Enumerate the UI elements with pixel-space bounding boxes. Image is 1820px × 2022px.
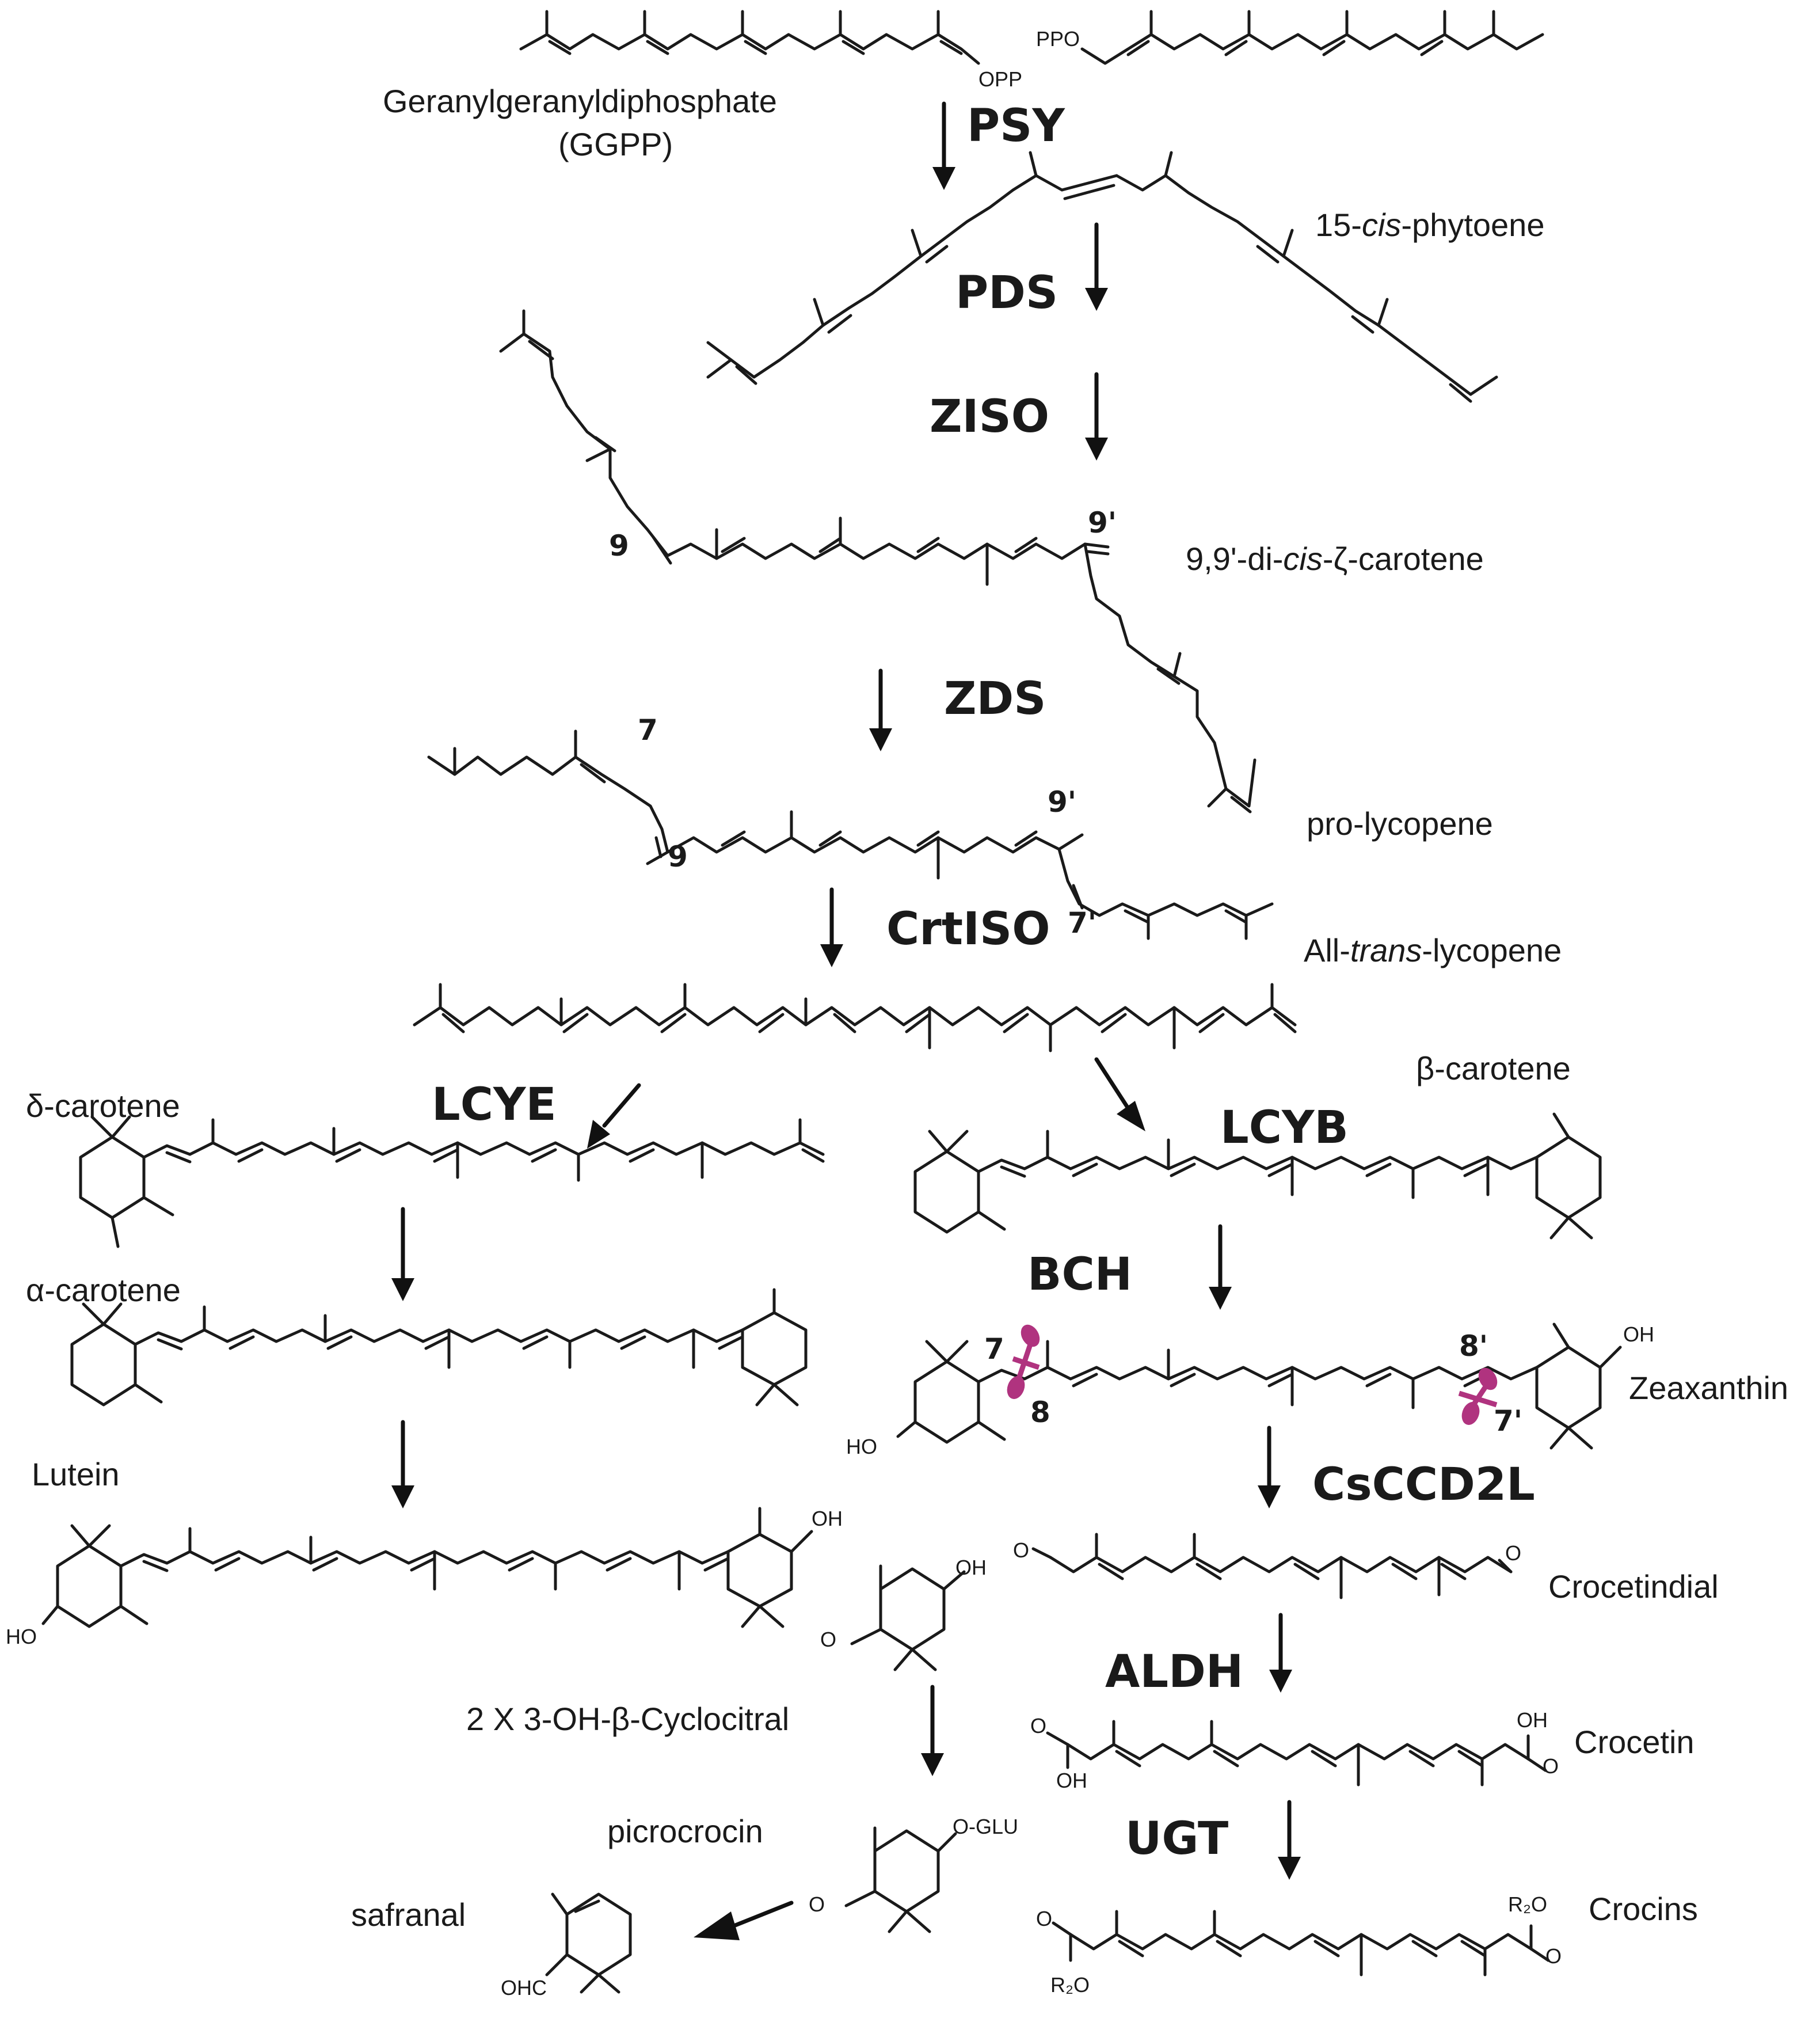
lycopene-name: All-trans-lycopene xyxy=(1304,932,1562,968)
zeaxanthin-ho-label: HO xyxy=(846,1435,877,1458)
delta-carotene-structure xyxy=(79,1115,825,1248)
enzyme-aldh: ALDH xyxy=(1105,1646,1243,1698)
bch-arrow xyxy=(1209,1224,1232,1310)
crocetindial-o-right: O xyxy=(1505,1541,1521,1565)
lcye-arrow xyxy=(587,1083,641,1149)
csccd2l-arrow xyxy=(1258,1426,1281,1508)
cleavage-scissors-right-icon xyxy=(1458,1367,1498,1425)
crocetin-o-right: O xyxy=(1543,1754,1559,1778)
crocetin-name: Crocetin xyxy=(1574,1724,1695,1760)
zeaxanthin-structure xyxy=(896,1322,1622,1450)
enzyme-lcyb: LCYB xyxy=(1220,1102,1349,1154)
prolycopene-structure xyxy=(427,729,1274,940)
safranal-name: safranal xyxy=(351,1896,466,1933)
enzyme-crtiso: CrtISO xyxy=(886,903,1050,955)
zeta-carotene-structure xyxy=(499,309,1257,814)
crocetindial-o-left: O xyxy=(1013,1538,1029,1562)
cyclocitral-name: 2 X 3-OH-β-Cyclocitral xyxy=(466,1701,789,1737)
crocetin-structure xyxy=(1046,1720,1547,1787)
crocins-r2o-right: R₂O xyxy=(1508,1892,1547,1916)
lutein-oh-label: OH xyxy=(812,1507,843,1530)
cleavage-scissors-left-icon xyxy=(1007,1324,1040,1399)
beta-carotene-structure xyxy=(913,1112,1602,1240)
aldh-arrow xyxy=(1269,1613,1292,1693)
lcyb-arrow xyxy=(1094,1057,1145,1131)
zeaxanthin-name: Zeaxanthin xyxy=(1629,1370,1788,1406)
safranal-structure xyxy=(545,1892,632,1994)
zeaxanthin-oh-label: OH xyxy=(1623,1322,1654,1346)
psy-arrow xyxy=(932,101,955,190)
delta-carotene-name: δ-carotene xyxy=(26,1088,180,1124)
zds-arrow xyxy=(869,668,892,751)
enzyme-ziso: ZISO xyxy=(930,391,1049,443)
ggpp-name-line1: Geranylgeranyldiphosphate xyxy=(383,83,777,119)
lutein-structure xyxy=(41,1507,813,1628)
enzyme-lcye: LCYE xyxy=(432,1079,557,1131)
picrocrocin-oglu-label: O-GLU xyxy=(953,1815,1018,1838)
pos-8prime-c: 8' xyxy=(1459,1329,1488,1363)
cyclocitral-to-picrocrocin-arrow xyxy=(921,1685,944,1776)
enzyme-psy: PSY xyxy=(967,100,1065,152)
crocetindial-name: Crocetindial xyxy=(1548,1568,1719,1605)
crtiso-arrow xyxy=(820,887,843,967)
crocins-r2o-left: R₂O xyxy=(1050,1973,1090,1997)
zeta-carotene-name: 9,9'-di-cis-ζ-carotene xyxy=(1186,541,1484,577)
pos-9prime-a: 9' xyxy=(1088,506,1117,539)
phytoene-structure xyxy=(706,151,1498,403)
pos-7prime-b: 7' xyxy=(1068,906,1096,940)
pos-7-b: 7 xyxy=(638,713,658,747)
pos-7prime-c: 7' xyxy=(1494,1404,1522,1438)
picrocrocin-structure xyxy=(844,1826,957,1933)
pos-9-a: 9 xyxy=(609,529,629,562)
ppo-label: PPO xyxy=(1036,27,1080,51)
pos-9prime-b: 9' xyxy=(1048,785,1076,819)
pos-9-b: 9 xyxy=(668,840,688,873)
lutein-name: Lutein xyxy=(32,1456,120,1492)
cyclocitral-structure xyxy=(850,1564,966,1671)
ggpp-structure xyxy=(519,10,1544,65)
prolycopene-name: pro-lycopene xyxy=(1307,805,1493,842)
pos-8-c: 8 xyxy=(1030,1396,1050,1429)
beta-carotene-name: β-carotene xyxy=(1416,1050,1571,1086)
lutein-ho-label: HO xyxy=(6,1625,37,1648)
crocetindial-structure xyxy=(1031,1533,1513,1599)
enzyme-pds: PDS xyxy=(955,267,1058,319)
crocins-o-right: O xyxy=(1545,1944,1562,1968)
phytoene-name: 15-cis-phytoene xyxy=(1315,207,1544,243)
opp-label: OPP xyxy=(978,67,1022,91)
alpha-to-lutein-arrow xyxy=(391,1420,414,1508)
pds-arrow xyxy=(1085,222,1108,311)
picrocrocin-o-label: O xyxy=(809,1892,825,1916)
enzyme-ugt: UGT xyxy=(1125,1813,1228,1865)
crocins-structure xyxy=(1052,1910,1550,1977)
cyclocitral-oh-label: OH xyxy=(955,1556,987,1579)
safranal-ohc-label: OHC xyxy=(501,1976,547,2000)
crocetin-oh-left: OH xyxy=(1056,1769,1087,1792)
enzyme-bch: BCH xyxy=(1027,1249,1132,1301)
lycopene-structure xyxy=(413,983,1297,1052)
alpha-carotene-name: α-carotene xyxy=(26,1272,181,1308)
delta-to-alpha-arrow xyxy=(391,1207,414,1301)
enzyme-zds: ZDS xyxy=(944,673,1046,725)
picrocrocin-name: picrocrocin xyxy=(607,1813,763,1849)
picrocrocin-to-safranal-arrow xyxy=(694,1901,794,1940)
crocins-o-left: O xyxy=(1036,1907,1052,1930)
pos-7-c: 7 xyxy=(984,1332,1004,1366)
ziso-arrow xyxy=(1085,372,1108,461)
ggpp-name-line2: (GGPP) xyxy=(558,126,673,162)
cyclocitral-o-label: O xyxy=(820,1628,836,1651)
enzyme-csccd2l: CsCCD2L xyxy=(1312,1459,1535,1511)
crocetin-o-left: O xyxy=(1030,1714,1046,1738)
ugt-arrow xyxy=(1278,1800,1301,1880)
alpha-carotene-structure xyxy=(70,1288,808,1407)
crocins-name: Crocins xyxy=(1589,1891,1698,1927)
crocetin-oh-right: OH xyxy=(1517,1708,1548,1732)
